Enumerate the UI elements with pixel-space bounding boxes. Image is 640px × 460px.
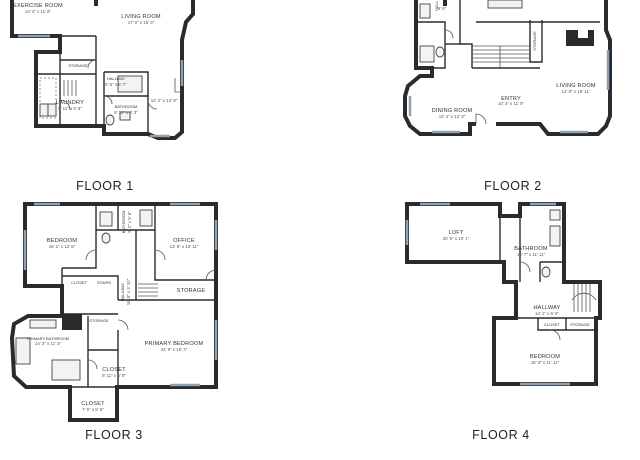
f3-hallway-label: HALLWAY [120, 282, 125, 301]
f3-bedroom-label: BEDROOM [47, 238, 77, 244]
f4-storage-label: STORAGE [570, 322, 590, 327]
f4-loft-dim: 20' 6" x 10' 1" [443, 236, 470, 241]
f1-exercise-room-label: EXERCISE ROOM [13, 3, 63, 9]
f4-loft-label: LOFT [448, 230, 463, 236]
f1-hallway-label: HALLWAY [107, 76, 126, 81]
f3-primary-bath-dim: 14' 3" x 11' 3" [35, 341, 62, 346]
f3-closet-label: CLOSET [71, 280, 88, 285]
f3-office-dim: 13' 9" x 13' 11" [170, 244, 199, 249]
f3-closet-bottom-dim: 7' 6" x 6' 6" [82, 407, 104, 412]
f1-storage-label: STORAGE [68, 63, 88, 68]
f3-storage-bottom-label: STORAGE [89, 318, 109, 323]
floor-2-title: FLOOR 2 [484, 179, 542, 193]
f3-closet-mid-dim: 8' 11" x 6' 0" [102, 373, 126, 378]
f1-living-room-dim: 17' 0" x 15' 3" [128, 20, 155, 25]
floor-4-plan: LOFT 20' 6" x 10' 1" BATHROOM 10' 7" x 1… [405, 202, 602, 386]
floor-1-plan: EXERCISE ROOM 14' 4" x 11' 8" LIVING ROO… [10, 0, 195, 140]
f3-primary-bedroom-dim: 22' 9" x 15' 3" [161, 347, 188, 352]
f4-hallway-label: HALLWAY [533, 305, 560, 311]
f4-hallway-dim: 14' 1" x 6' 6" [535, 311, 560, 316]
floor-3-title: FLOOR 3 [85, 428, 143, 442]
f4-bedroom-label: BEDROOM [530, 354, 560, 360]
f2-living-room-label: LIVING ROOM [556, 83, 596, 89]
f3-bedroom-dim: 16' 1" x 12' 8" [49, 244, 76, 249]
f2-entry-dim: 10' 4" x 11' 9" [498, 101, 525, 106]
f3-hallway-dim: 16' 8" x 3' 10" [126, 278, 131, 305]
floor-1-title: FLOOR 1 [76, 179, 134, 193]
f1-living-room-label: LIVING ROOM [121, 14, 161, 20]
f1-bathroom-dim: 8' 11" x 6' 3" [114, 110, 138, 115]
floor-4-title: FLOOR 4 [472, 428, 530, 442]
floor-2-plan: HALL 6' 6" STORAGE ENTRY 10' 4" x 11' 9"… [403, 0, 612, 136]
f2-hall-dim: 6' 6" [438, 6, 447, 11]
f1-exercise-room-dim: 14' 4" x 11' 8" [25, 9, 52, 14]
f4-bathroom-label: BATHROOM [514, 246, 548, 252]
f1-east-room-dim: 12' 2" x 14' 9" [151, 98, 178, 103]
f3-primary-bedroom-label: PRIMARY BEDROOM [145, 341, 204, 347]
f3-closet-mid-label: CLOSET [102, 367, 126, 373]
f1-laundry-dim: 9' 11" x 9' 8" [58, 106, 82, 111]
f3-office-label: OFFICE [173, 238, 195, 244]
f1-bathroom-label: BATHROOM [115, 104, 138, 109]
f2-dining-room-dim: 13' 4" x 12' 3" [439, 114, 466, 119]
f2-dining-room-label: DINING ROOM [432, 108, 473, 114]
f2-hall-label: HALL [434, 0, 439, 11]
f3-primary-bath-label: PRIMARY BATHROOM [27, 336, 69, 341]
f3-closet-bottom-label: CLOSET [81, 401, 105, 407]
f3-stairs-label: STAIRS [97, 280, 111, 285]
f1-laundry-label: LAUNDRY [56, 100, 84, 106]
floor-3-plan: BEDROOM 16' 1" x 12' 8" BATHROOM 9' 2" x… [9, 202, 218, 422]
f2-storage-label: STORAGE [532, 31, 537, 51]
f2-entry-label: ENTRY [501, 96, 521, 102]
f4-bedroom-dim: 15' 3" x 11' 11" [531, 360, 560, 365]
f3-bathroom-dim: 9' 2" x 5' 6" [127, 211, 132, 233]
f1-hallway-dim: 5' 8" x 6' 7" [105, 82, 127, 87]
f2-living-room-dim: 12' 9" x 18' 11" [562, 89, 591, 94]
f4-bathroom-dim: 10' 7" x 11' 11" [517, 252, 546, 257]
f4-closet-label: CLOSET [544, 322, 561, 327]
f3-bathroom-label: BATHROOM [121, 211, 126, 234]
f3-storage-top-label: STORAGE [177, 288, 206, 294]
